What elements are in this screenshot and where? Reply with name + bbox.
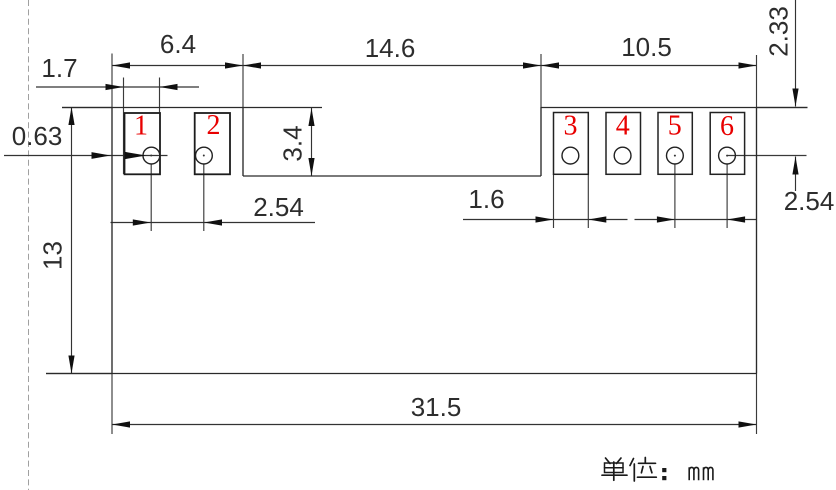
svg-text:6: 6 xyxy=(720,111,734,142)
svg-text:1.6: 1.6 xyxy=(468,184,504,214)
svg-text:14.6: 14.6 xyxy=(365,33,416,63)
svg-text:1.7: 1.7 xyxy=(41,53,77,83)
svg-text:2.54: 2.54 xyxy=(253,192,304,222)
svg-text:5: 5 xyxy=(668,111,682,142)
svg-text:2.54: 2.54 xyxy=(784,186,835,216)
svg-text:2: 2 xyxy=(207,110,221,141)
svg-text:2.33: 2.33 xyxy=(764,6,794,57)
svg-text:1: 1 xyxy=(134,111,148,142)
svg-text:10.5: 10.5 xyxy=(621,32,672,62)
svg-text:6.4: 6.4 xyxy=(160,29,196,59)
svg-text:0.63: 0.63 xyxy=(12,121,63,151)
svg-text:4: 4 xyxy=(616,111,630,142)
svg-text:3: 3 xyxy=(564,111,578,142)
svg-text:3.4: 3.4 xyxy=(278,125,308,161)
svg-text:31.5: 31.5 xyxy=(411,392,462,422)
svg-text:13: 13 xyxy=(38,241,68,270)
